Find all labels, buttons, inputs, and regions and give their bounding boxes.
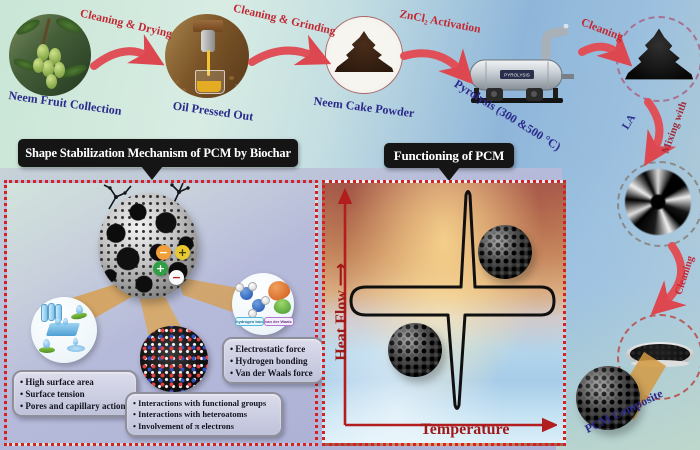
biochar-powder-photo [616, 16, 700, 102]
vdw-forces-pill: van der Waals forces [264, 317, 294, 326]
forces-box: Electrostatic force Hydrogen bonding Van… [222, 337, 324, 385]
x-axis-label: Temperature [420, 421, 510, 438]
left-title-arrow-icon [141, 166, 163, 180]
shape-stabilization-panel: − + + − hydrogen b [4, 180, 324, 446]
pcm-composite-sphere [576, 366, 640, 430]
pcm-sphere-solid [388, 323, 442, 377]
functioning-of-pcm-panel: Heat Flow ⟶ Temperature [322, 180, 566, 446]
right-panel-title: Functioning of PCM [384, 143, 514, 168]
oil-press-photo [165, 14, 249, 98]
neem-cake-powder-photo [325, 16, 403, 94]
machine-text: PYROLYSIS [504, 73, 530, 78]
charge-badge: + [153, 261, 168, 276]
right-title-arrow-icon [438, 167, 460, 181]
surface-properties-box: High surface area Surface tension Pores … [12, 370, 138, 418]
mixing-swirl-photo [617, 161, 700, 247]
functional-groups-cluster [140, 326, 208, 392]
charge-badge: + [175, 245, 190, 260]
hydrogen-bonding-pill: hydrogen bonding [235, 317, 264, 326]
interactions-box: Interactions with functional groups Inte… [125, 392, 283, 438]
neem-fruit-photo [9, 14, 91, 96]
bonding-forces-diagram: hydrogen bonding van der Waals forces [232, 273, 294, 335]
charge-badge: − [169, 270, 184, 285]
dsc-plot [337, 187, 557, 433]
pcm-sphere-melting [478, 225, 532, 279]
left-panel-title: Shape Stabilization Mechanism of PCM by … [18, 139, 298, 167]
swirl-icon [625, 169, 691, 235]
capillary-action-diagram [31, 297, 97, 363]
charge-badge: − [156, 245, 171, 260]
